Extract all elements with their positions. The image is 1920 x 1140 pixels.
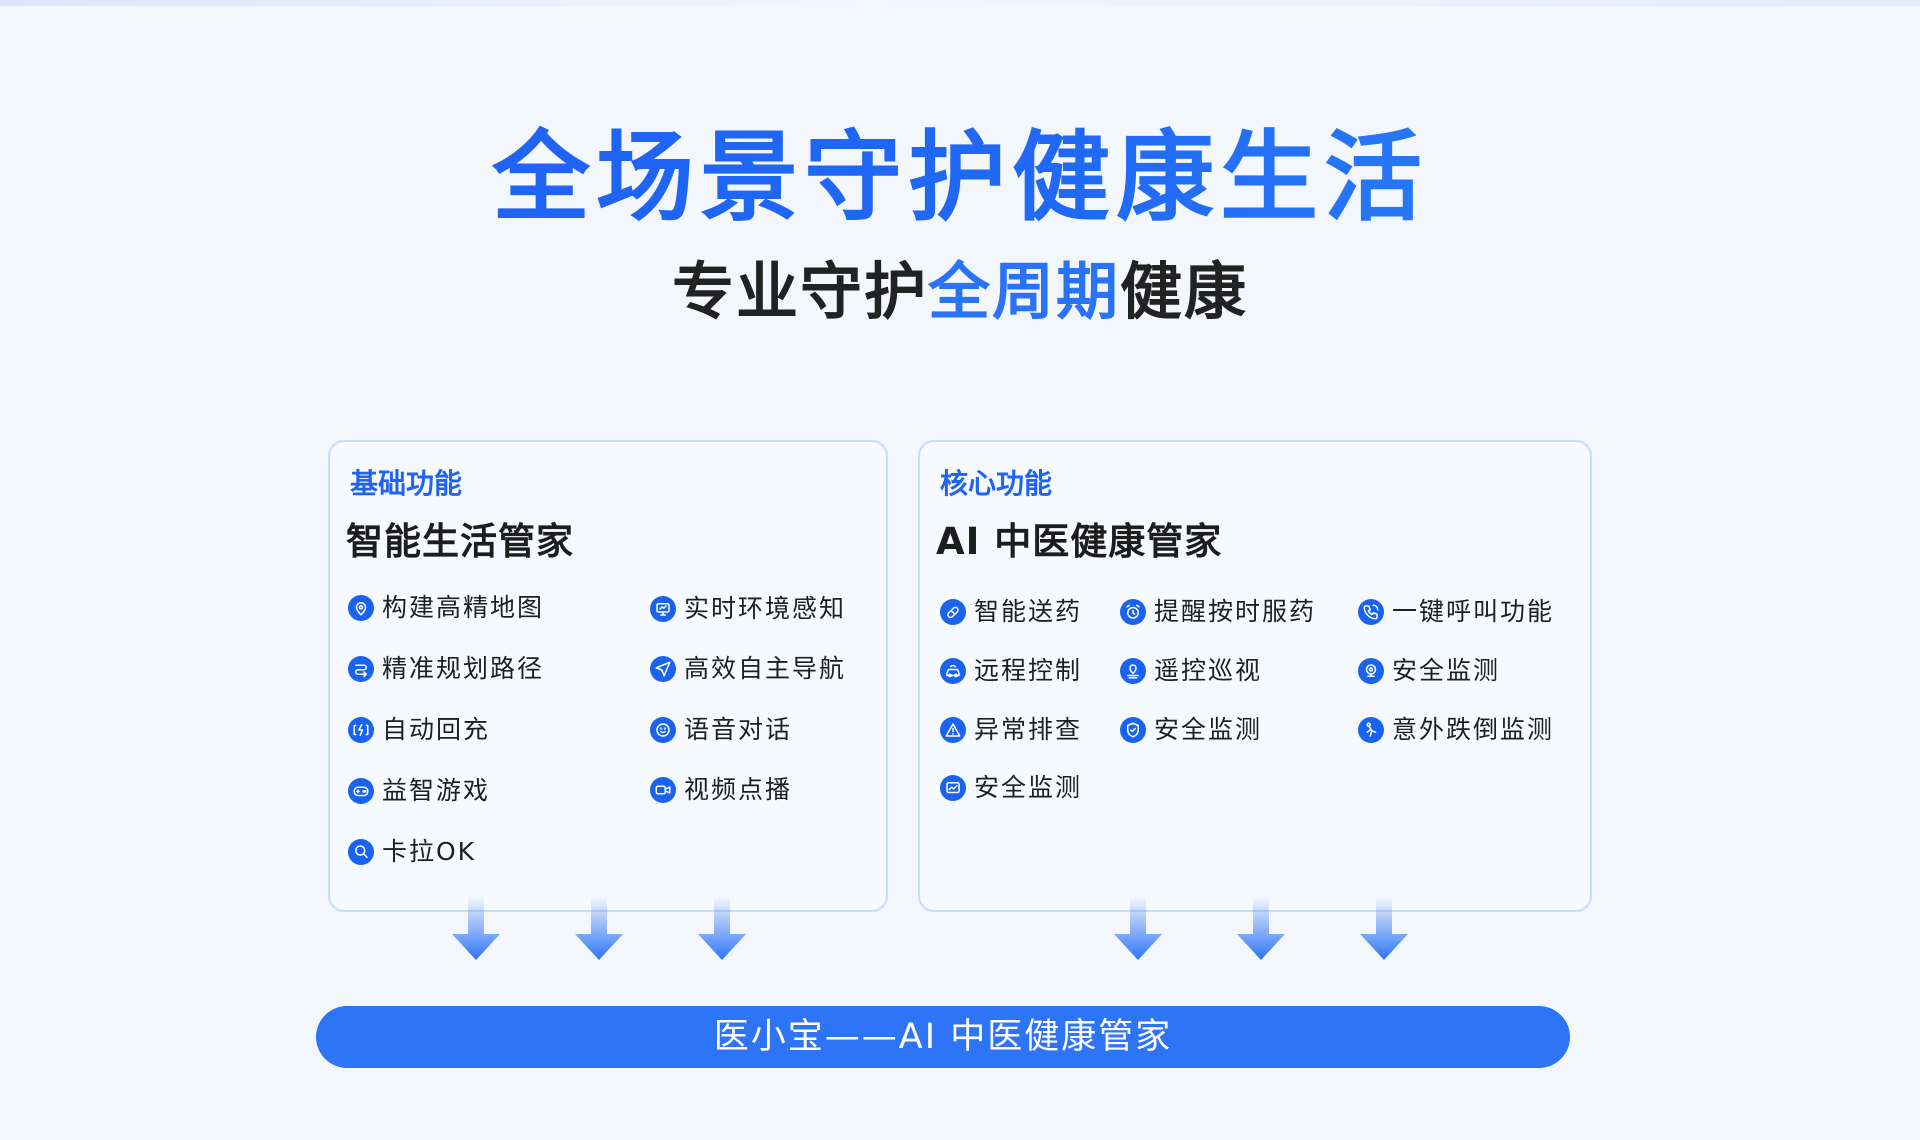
patrol-icon	[1120, 658, 1146, 684]
feature-item-call: 一键呼叫功能	[1358, 596, 1554, 628]
gamepad-icon	[348, 778, 374, 804]
fall-person-icon	[1358, 717, 1384, 743]
subtitle-post: 健康	[1120, 255, 1249, 328]
feature-label: 异常排查	[974, 715, 1083, 744]
feature-item-map: 构建高精地图	[348, 592, 544, 624]
core-card-title: AI 中医健康管家	[936, 520, 1223, 563]
shield-check-icon	[1120, 717, 1146, 743]
banner-text: 医小宝——AI 中医健康管家	[713, 1017, 1173, 1057]
down-arrow-icon	[452, 896, 500, 960]
feature-label: 远程控制	[974, 656, 1083, 685]
feature-item-games: 益智游戏	[348, 775, 490, 807]
feature-item-fall-detection: 意外跌倒监测	[1358, 714, 1554, 746]
feature-label: 提醒按时服药	[1154, 597, 1317, 626]
feature-label: 遥控巡视	[1154, 656, 1263, 685]
feature-label: 安全监测	[1154, 715, 1263, 744]
microphone-icon	[348, 839, 374, 865]
down-arrow-icon	[1114, 896, 1162, 960]
feature-label: 安全监测	[1392, 656, 1501, 685]
charging-icon	[348, 717, 374, 743]
core-features-card: 核心功能 AI 中医健康管家 智能送药 提醒按时服药 一键呼叫功能 远程控制 遥…	[918, 440, 1592, 912]
top-decoration-bar	[0, 0, 1920, 6]
feature-label: 语音对话	[684, 715, 793, 744]
feature-label: 意外跌倒监测	[1392, 715, 1555, 744]
down-arrow-icon	[1237, 896, 1285, 960]
feature-item-remote-control: 远程控制	[940, 655, 1082, 687]
video-icon	[650, 777, 676, 803]
hero-title: 全场景守护健康生活	[0, 118, 1920, 238]
feature-item-safety-shield: 安全监测	[1120, 714, 1262, 746]
chart-monitor-icon	[940, 775, 966, 801]
product-banner: 医小宝——AI 中医健康管家	[316, 1006, 1570, 1068]
core-card-tag: 核心功能	[940, 467, 1053, 500]
camera-watch-icon	[1358, 658, 1384, 684]
feature-label: 实时环境感知	[684, 594, 847, 623]
phone-call-icon	[1358, 599, 1384, 625]
map-pin-icon	[348, 595, 374, 621]
feature-label: 精准规划路径	[382, 654, 545, 683]
feature-item-video: 视频点播	[650, 774, 792, 806]
feature-item-route: 精准规划路径	[348, 653, 544, 685]
feature-label: 构建高精地图	[382, 593, 545, 622]
remote-car-icon	[940, 658, 966, 684]
pill-icon	[940, 599, 966, 625]
feature-item-karaoke: 卡拉OK	[348, 836, 476, 868]
basic-card-title: 智能生活管家	[346, 520, 574, 563]
feature-item-patrol: 遥控巡视	[1120, 655, 1262, 687]
feature-item-reminder: 提醒按时服药	[1120, 596, 1316, 628]
feature-item-safety-chart: 安全监测	[940, 772, 1082, 804]
feature-label: 安全监测	[974, 773, 1083, 802]
feature-item-troubleshoot: 异常排查	[940, 714, 1082, 746]
feature-item-safety-watch: 安全监测	[1358, 655, 1500, 687]
navigation-icon	[650, 656, 676, 682]
feature-label: 视频点播	[684, 775, 793, 804]
down-arrow-icon	[1360, 896, 1408, 960]
warning-icon	[940, 717, 966, 743]
feature-item-medicine: 智能送药	[940, 596, 1082, 628]
subtitle-pre: 专业守护	[671, 255, 928, 328]
feature-item-environment: 实时环境感知	[650, 593, 846, 625]
subtitle-highlight: 全周期	[927, 255, 1120, 328]
hero-subtitle: 专业守护全周期健康	[0, 254, 1920, 330]
feature-label: 益智游戏	[382, 776, 491, 805]
feature-item-voice: 语音对话	[650, 714, 792, 746]
feature-label: 一键呼叫功能	[1392, 597, 1555, 626]
feature-label: 智能送药	[974, 597, 1083, 626]
route-icon	[348, 656, 374, 682]
feature-label: 自动回充	[382, 715, 491, 744]
smile-chat-icon	[650, 717, 676, 743]
down-arrow-icon	[575, 896, 623, 960]
basic-features-card: 基础功能 智能生活管家 构建高精地图 实时环境感知 精准规划路径 高效自主导航 …	[328, 440, 888, 912]
basic-card-tag: 基础功能	[350, 467, 463, 500]
feature-item-charging: 自动回充	[348, 714, 490, 746]
monitor-icon	[650, 596, 676, 622]
feature-item-navigation: 高效自主导航	[650, 653, 846, 685]
down-arrow-icon	[698, 896, 746, 960]
feature-label: 卡拉OK	[382, 837, 477, 866]
feature-label: 高效自主导航	[684, 654, 847, 683]
alarm-clock-icon	[1120, 599, 1146, 625]
